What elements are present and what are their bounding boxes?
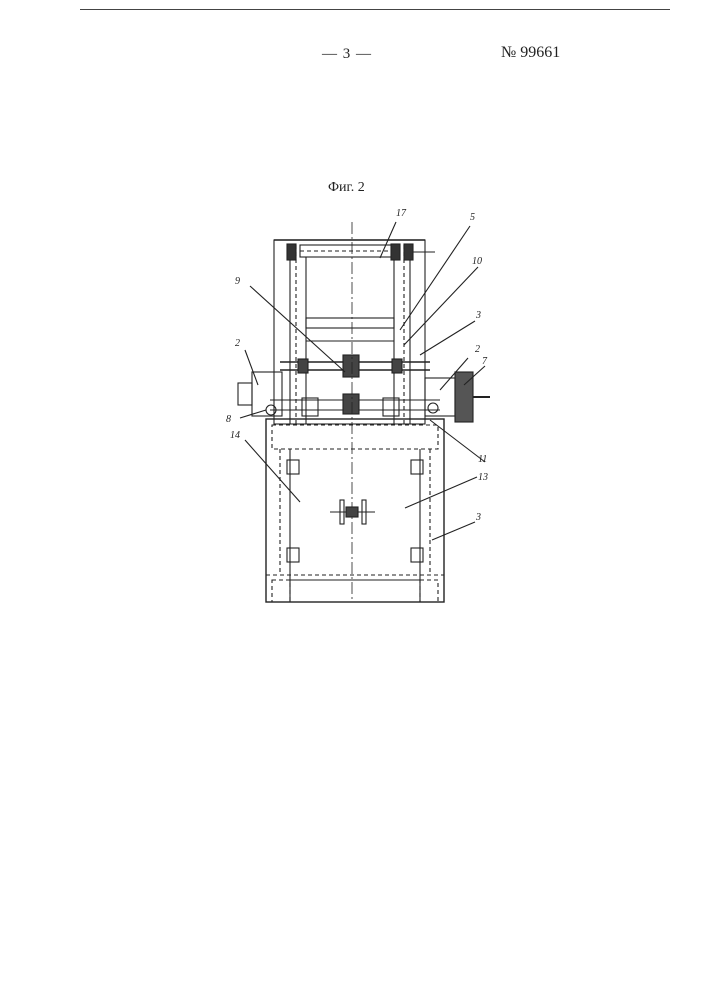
label-13: 13	[478, 472, 488, 483]
label-2-right: 2	[475, 344, 480, 355]
label-2-left: 2	[235, 338, 240, 349]
label-7: 7	[482, 356, 488, 367]
label-10: 10	[472, 256, 482, 267]
label-8: 8	[226, 414, 231, 425]
label-9: 9	[235, 276, 240, 287]
label-14: 14	[230, 430, 240, 441]
label-5: 5	[470, 212, 475, 223]
label-17: 17	[396, 208, 407, 219]
label-3-lower: 3	[475, 512, 481, 523]
label-3-upper: 3	[475, 310, 481, 321]
left-housing	[252, 372, 282, 416]
label-11: 11	[478, 454, 487, 465]
